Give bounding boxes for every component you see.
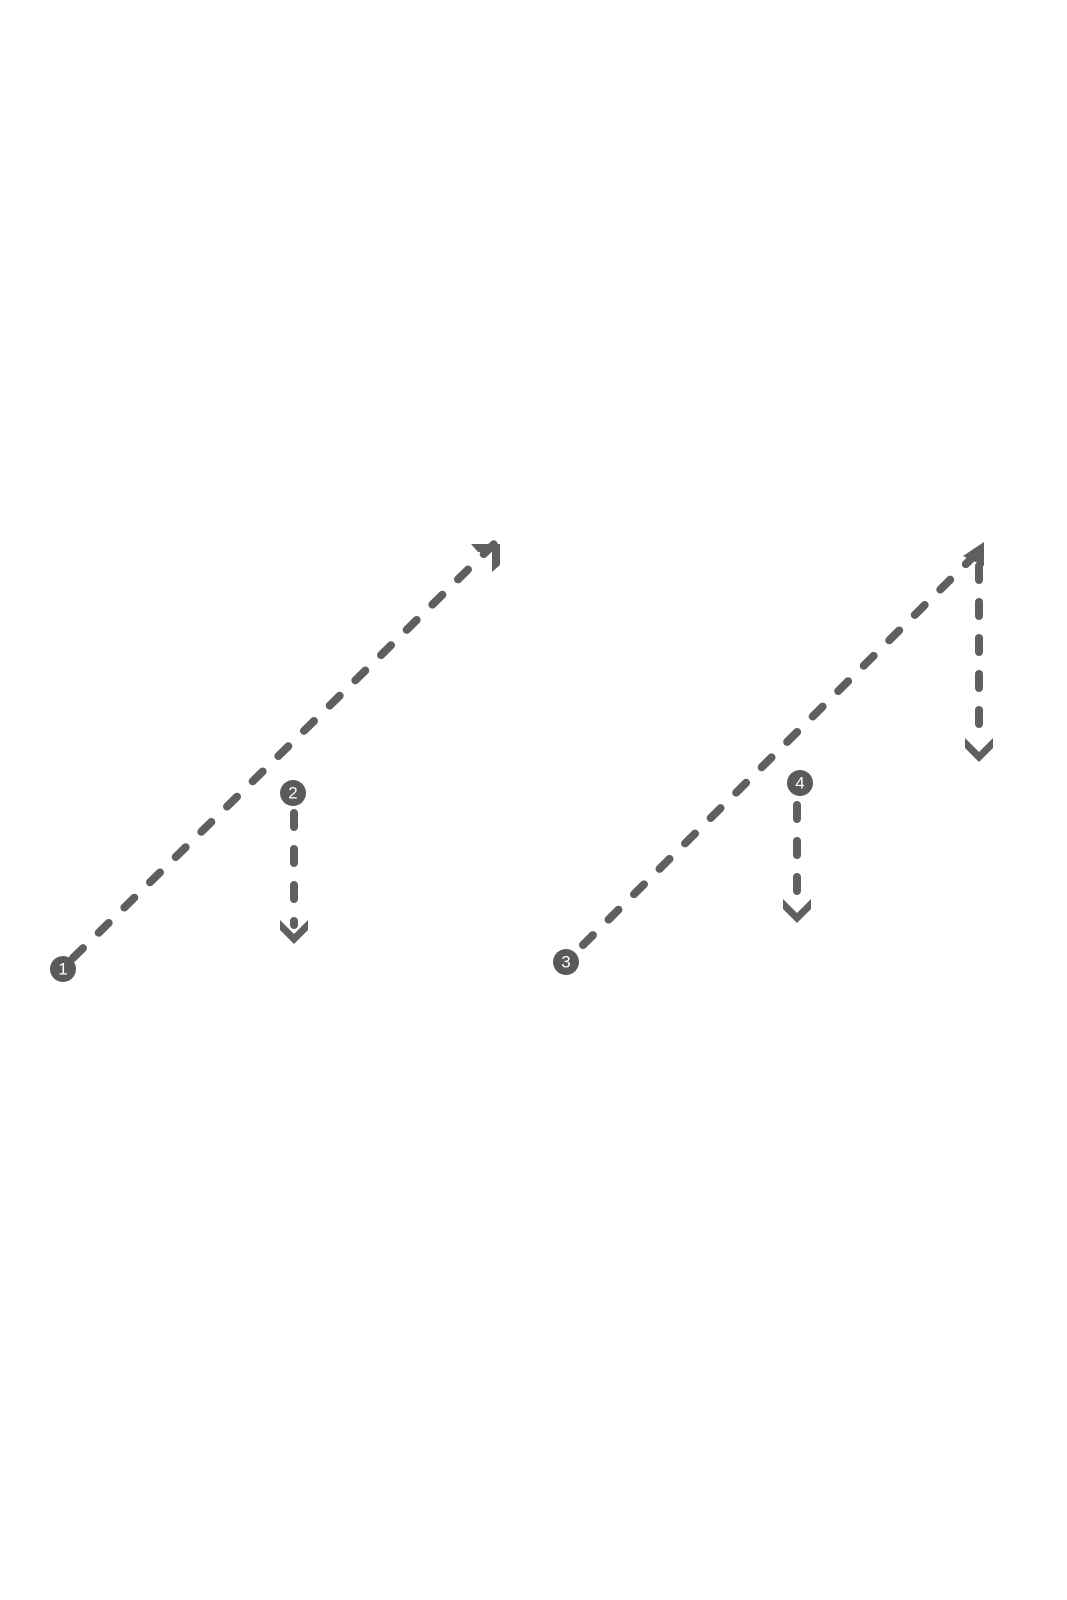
diagonal-arrow-right xyxy=(579,551,979,949)
arrowhead-down-icon xyxy=(965,738,993,762)
right-group xyxy=(579,542,993,949)
arrowhead-down-icon xyxy=(783,899,811,923)
marker-circle xyxy=(280,780,306,806)
marker-circle xyxy=(50,956,76,982)
marker-label: 4 xyxy=(795,774,804,793)
arrowhead-corner-icon xyxy=(471,544,500,572)
diagonal-arrow-left xyxy=(69,538,500,962)
marker-1: 1 xyxy=(50,956,76,982)
arrowhead-down-icon xyxy=(280,920,308,944)
marker-2: 2 xyxy=(280,780,306,806)
marker-label: 2 xyxy=(288,784,297,803)
marker-4: 4 xyxy=(787,770,813,796)
marker-label: 3 xyxy=(561,953,570,972)
marker-circle xyxy=(787,770,813,796)
arrowhead-top-icon xyxy=(963,542,984,566)
left-group xyxy=(69,538,500,962)
marker-3: 3 xyxy=(553,949,579,975)
marker-circle xyxy=(553,949,579,975)
marker-label: 1 xyxy=(58,960,67,979)
